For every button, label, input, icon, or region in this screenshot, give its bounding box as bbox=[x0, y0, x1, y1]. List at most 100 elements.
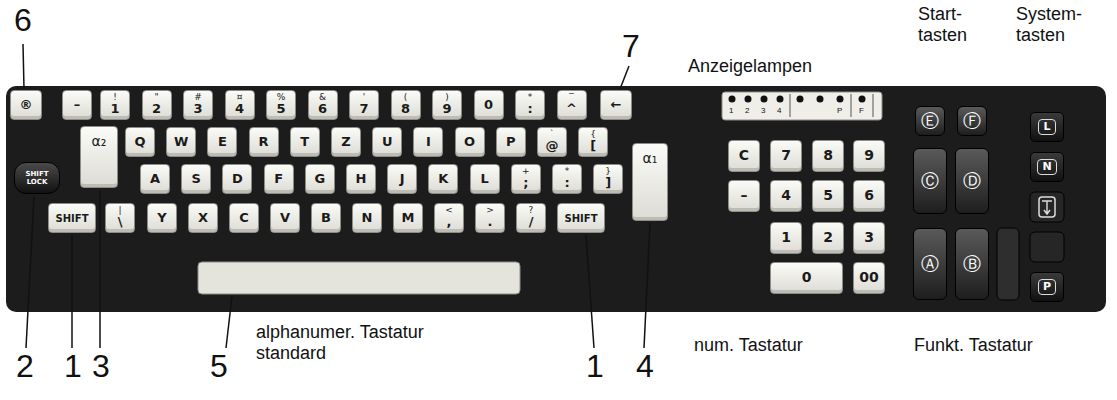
key-legend: SHIFT LOCK bbox=[20, 170, 54, 186]
key-legend: ← bbox=[611, 98, 622, 112]
key-legend: 4 bbox=[235, 102, 244, 116]
numeric-key: – bbox=[728, 180, 760, 212]
key-legend: 0 bbox=[802, 270, 812, 285]
shift-key: SHIFT bbox=[48, 203, 96, 233]
key-legend: . bbox=[488, 215, 493, 229]
separator bbox=[873, 94, 874, 117]
key-cap: J bbox=[387, 164, 417, 194]
alpha-key: α₁ bbox=[632, 143, 668, 221]
key-cap: `@ bbox=[537, 127, 567, 157]
key-legend: M bbox=[402, 211, 415, 225]
lamp-separators bbox=[790, 94, 873, 117]
lamp bbox=[729, 96, 736, 103]
key-legend: 3 bbox=[193, 102, 202, 116]
key-legend: E bbox=[218, 135, 227, 149]
shift-legend: ? bbox=[529, 206, 534, 215]
leader-line bbox=[71, 235, 73, 348]
shift-legend: # bbox=[194, 93, 202, 102]
lamp bbox=[817, 96, 824, 103]
key-cap: !1 bbox=[100, 90, 130, 120]
leader-line bbox=[99, 190, 101, 348]
key-cap: F bbox=[264, 164, 294, 194]
key-cap: Z bbox=[331, 127, 361, 157]
key-cap: #3 bbox=[183, 90, 213, 120]
callout-number: 1 bbox=[586, 350, 604, 382]
key-cap: W bbox=[166, 127, 196, 157]
key-legend: N bbox=[1037, 159, 1056, 175]
shift-legend: + bbox=[522, 167, 530, 176]
key-legend: , bbox=[447, 215, 452, 229]
shift-legend: ' bbox=[363, 93, 365, 102]
key-cap: ?/ bbox=[516, 203, 546, 233]
group-label: alphanumer. Tastatur standard bbox=[256, 322, 456, 363]
key-legend: C bbox=[739, 148, 749, 163]
key-legend: SHIFT bbox=[565, 213, 598, 224]
numeric-key: 6 bbox=[853, 180, 885, 212]
leader-line bbox=[26, 196, 34, 348]
key-cap: (8 bbox=[391, 90, 421, 120]
callout-number: 7 bbox=[622, 30, 640, 62]
shift-legend: * bbox=[565, 167, 570, 176]
key-legend: 0 bbox=[484, 98, 493, 112]
leader-line bbox=[586, 235, 594, 348]
start-key: Ⓑ bbox=[955, 228, 989, 300]
key-cap: M bbox=[393, 203, 423, 233]
lamp-panel bbox=[722, 92, 882, 120]
key-cap: "2 bbox=[142, 90, 172, 120]
lamp bbox=[837, 96, 844, 103]
key-legend: / bbox=[529, 215, 534, 229]
key-cap: D bbox=[222, 164, 252, 194]
key-cap: – bbox=[62, 90, 92, 120]
numeric-key: 4 bbox=[770, 180, 802, 212]
key-legend: C bbox=[239, 211, 249, 225]
shift-legend: ) bbox=[445, 93, 449, 102]
key-legend: 4 bbox=[781, 188, 791, 203]
key-legend: 00 bbox=[859, 270, 878, 285]
key-legend: 1 bbox=[781, 230, 791, 245]
group-label: Start- tasten bbox=[918, 4, 984, 45]
key-legend: A bbox=[150, 172, 160, 186]
key-cap: K bbox=[428, 164, 458, 194]
shift-legend: & bbox=[319, 93, 326, 102]
key-cap: X bbox=[188, 203, 218, 233]
key-legend: I bbox=[426, 135, 431, 149]
key-legend: D bbox=[232, 172, 243, 186]
leader-line bbox=[226, 296, 232, 348]
key-cap: C bbox=[229, 203, 259, 233]
lamp bbox=[745, 96, 752, 103]
key-legend: ® bbox=[20, 98, 33, 112]
key-legend: ; bbox=[523, 176, 528, 190]
key-cap: +; bbox=[511, 164, 541, 194]
shift-legend: < bbox=[445, 206, 453, 215]
key-cap: I bbox=[413, 127, 443, 157]
key-legend: N bbox=[362, 211, 373, 225]
leader-line bbox=[620, 66, 629, 89]
key-legend: H bbox=[356, 172, 367, 186]
leader-lines bbox=[23, 44, 650, 348]
key-legend: W bbox=[174, 135, 188, 149]
key-cap: O bbox=[455, 127, 485, 157]
key-legend: 9 bbox=[442, 102, 451, 116]
start-key: Ⓐ bbox=[913, 228, 947, 300]
shift-legend: > bbox=[486, 206, 494, 215]
symbol-frame bbox=[1039, 197, 1055, 217]
numeric-key: 3 bbox=[853, 222, 885, 254]
shift-key: SHIFT bbox=[557, 203, 605, 233]
group-label: num. Tastatur bbox=[694, 335, 803, 356]
lamp-number: 3 bbox=[761, 106, 765, 115]
callout-number: 6 bbox=[14, 4, 32, 36]
keyboard-body bbox=[6, 86, 1106, 312]
key-legend: Ⓑ bbox=[963, 254, 981, 274]
leader-line bbox=[23, 44, 24, 89]
shift-legend: ! bbox=[113, 93, 117, 102]
group-label: Funkt. Tastatur bbox=[914, 335, 1033, 356]
key-cap: R bbox=[249, 127, 279, 157]
lamp bbox=[761, 96, 768, 103]
key-legend: P bbox=[506, 135, 516, 149]
blank-key bbox=[997, 228, 1019, 300]
key-legend: Ⓕ bbox=[963, 111, 981, 131]
key-cap: %5 bbox=[266, 90, 296, 120]
key-legend: 5 bbox=[823, 188, 833, 203]
key-legend: L bbox=[480, 172, 488, 186]
key-cap: ¤4 bbox=[225, 90, 255, 120]
